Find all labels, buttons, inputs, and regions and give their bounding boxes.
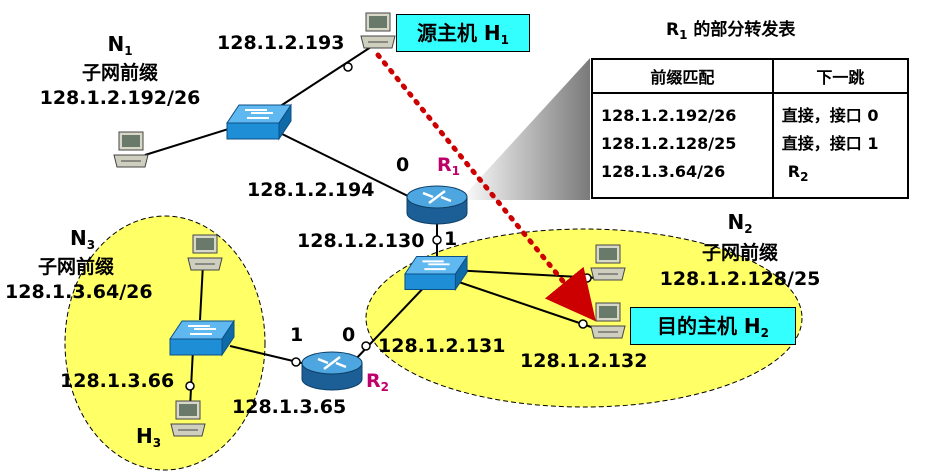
r2-label: R2 <box>366 370 389 394</box>
table-row: 128.1.2.192/26 128.1.2.128/25 128.1.3.64… <box>591 92 910 199</box>
subnet-n3-ellipse <box>64 215 266 471</box>
r2-port1: 1 <box>290 324 304 346</box>
h1-ip: 128.1.2.193 <box>217 32 345 54</box>
r1-label: R1 <box>437 154 460 178</box>
h3-label: H3 <box>136 424 162 450</box>
switch-icon <box>226 103 292 141</box>
n2-prefix: 128.1.2.128/25 <box>659 268 821 290</box>
n3-name: N3 <box>70 226 96 252</box>
prefix-cell: 128.1.2.192/26 <box>601 106 737 125</box>
switch-icon <box>169 319 235 357</box>
computer-icon <box>360 12 396 49</box>
prefix-column: 128.1.2.192/26 128.1.2.128/25 128.1.3.64… <box>591 92 774 199</box>
h2-label: 目的主机 H2 <box>630 307 796 345</box>
next-hop-cell: 直接，接口 1 <box>781 134 879 153</box>
next-hop-column: 直接，接口 0 直接，接口 1 R2 <box>771 92 910 199</box>
computer-icon <box>590 302 626 339</box>
n2-name: N2 <box>727 210 753 236</box>
n3-desc: 子网前缀 <box>38 256 115 278</box>
table-header-row: 前缀匹配 下一跳 <box>591 58 910 94</box>
n3-prefix: 128.1.3.64/26 <box>5 281 153 303</box>
n2-desc: 子网前缀 <box>701 242 778 264</box>
r1-port1: 1 <box>444 228 458 250</box>
n1-desc: 子网前缀 <box>81 62 158 84</box>
computer-icon <box>113 131 149 168</box>
computer-icon <box>187 234 223 271</box>
n2-host-ip: 128.1.2.131 <box>378 335 506 357</box>
h1-label: 源主机 H1 <box>396 14 530 52</box>
router-icon <box>406 185 468 225</box>
computer-icon <box>170 400 206 437</box>
h3-ip: 128.1.3.66 <box>60 370 175 392</box>
r1-port0: 0 <box>396 154 410 176</box>
switch-icon <box>404 254 468 292</box>
r2-port0: 0 <box>342 324 356 346</box>
table-header-prefix: 前缀匹配 <box>591 58 774 94</box>
table-callout <box>460 58 590 200</box>
next-hop-cell: R2 <box>787 162 809 184</box>
next-hop-cell: 直接，接口 0 <box>781 106 879 125</box>
r1-ip1: 128.1.2.130 <box>297 230 425 252</box>
path-arrow <box>375 52 596 322</box>
table-header-next-hop: 下一跳 <box>771 58 910 94</box>
n1-name: N1 <box>107 32 133 58</box>
computer-icon <box>590 244 626 281</box>
r2-ip: 128.1.3.65 <box>232 396 347 418</box>
h2-ip: 128.1.2.132 <box>520 350 648 372</box>
prefix-cell: 128.1.2.128/25 <box>601 134 737 153</box>
router-icon <box>301 351 363 391</box>
n1-prefix: 128.1.2.192/26 <box>39 87 201 109</box>
r1-ip0: 128.1.2.194 <box>247 179 375 201</box>
forwarding-table: 前缀匹配 下一跳 128.1.2.192/26 128.1.2.128/25 1… <box>591 58 910 199</box>
table-title: R1 的部分转发表 <box>666 20 796 42</box>
prefix-cell: 128.1.3.64/26 <box>601 162 726 181</box>
